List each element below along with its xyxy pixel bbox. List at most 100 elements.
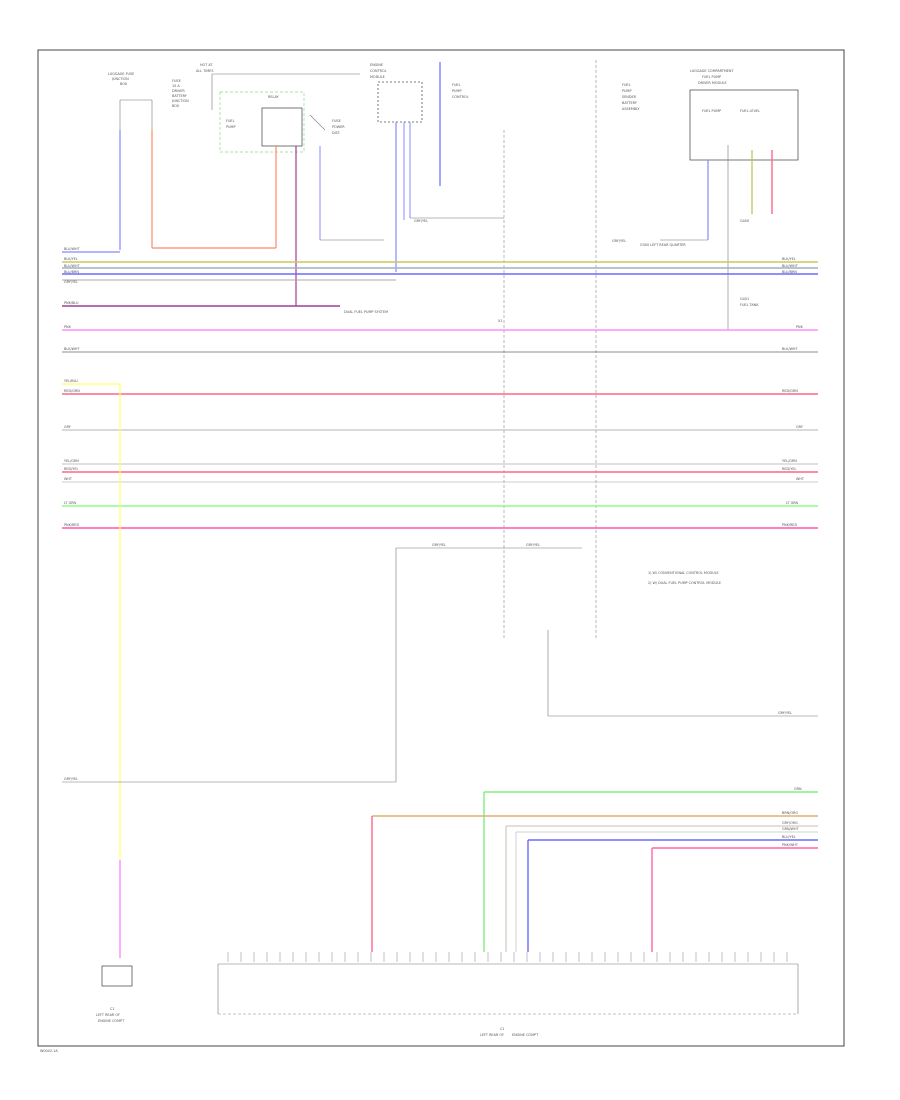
- svg-text:HOT AT: HOT AT: [200, 63, 213, 67]
- svg-text:PNK/RED: PNK/RED: [782, 523, 797, 527]
- svg-text:SENDER: SENDER: [622, 95, 637, 99]
- svg-text:BATTERY: BATTERY: [172, 94, 188, 98]
- ground-g401: G401: [740, 297, 749, 301]
- svg-text:BLK/WHT: BLK/WHT: [782, 347, 798, 351]
- svg-text:RED/YEL: RED/YEL: [782, 467, 796, 471]
- svg-text:GRN: GRN: [794, 787, 802, 791]
- diagram-frame: [37, 49, 845, 1047]
- far-right-labels: FUEL PUMP SENDER BATTERY ASSEMBLY: [622, 83, 640, 111]
- ground-fuel-tank: FUEL TANK: [740, 303, 759, 307]
- svg-text:PUMP: PUMP: [622, 89, 632, 93]
- svg-text:DRIVER MODULE: DRIVER MODULE: [698, 81, 727, 85]
- svg-text:ENGINE: ENGINE: [370, 63, 383, 67]
- svg-text:WHT: WHT: [796, 477, 805, 481]
- hot-at-all-times-fuse: HOT AT ALL TIMES: [196, 63, 360, 110]
- svg-text:GRY/YEL: GRY/YEL: [64, 280, 78, 284]
- gry-yel-label-3: GRY/YEL: [432, 543, 446, 547]
- left-bottom-connector: C1 LEFT REAR OF ENGINE COMPT: [96, 965, 133, 1023]
- x-ref: X1: [498, 319, 502, 323]
- svg-text:LUGGAGE FUSE: LUGGAGE FUSE: [108, 72, 134, 76]
- bottom-connector-strip: [217, 963, 799, 1015]
- svg-text:PNK/RED: PNK/RED: [64, 523, 79, 527]
- svg-text:DRIVER: DRIVER: [172, 89, 185, 93]
- fuse-block-labels: FUSE 15 A DRIVER BATTERY JUNCTION BOX: [171, 79, 189, 108]
- svg-text:PNK/WHT: PNK/WHT: [782, 843, 799, 847]
- svg-text:BLU/BRN: BLU/BRN: [782, 270, 797, 274]
- svg-text:DIST.: DIST.: [332, 131, 341, 135]
- gry-yel-label-4: GRY/YEL: [526, 543, 540, 547]
- svg-text:PUMP: PUMP: [452, 89, 462, 93]
- svg-text:LUGGAGE COMPARTMENT: LUGGAGE COMPARTMENT: [690, 69, 734, 73]
- svg-text:ASSEMBLY: ASSEMBLY: [622, 107, 640, 111]
- svg-text:YEL/GRN: YEL/GRN: [782, 459, 797, 463]
- svg-text:CONTROL: CONTROL: [370, 69, 387, 73]
- svg-text:GRY: GRY: [796, 425, 804, 429]
- legend: 1) W/ CONVENTIONAL CONTROL MODULE 2) W/ …: [648, 571, 721, 585]
- svg-text:BLU/BRN: BLU/BRN: [64, 270, 79, 274]
- svg-text:RED/GRN: RED/GRN: [782, 389, 798, 393]
- ground-g400: G400: [740, 219, 749, 223]
- svg-text:PNK: PNK: [64, 325, 72, 329]
- svg-text:FUEL LEVEL: FUEL LEVEL: [740, 109, 760, 113]
- svg-text:BLU/WHT: BLU/WHT: [782, 264, 799, 268]
- svg-text:BRN/ORG: BRN/ORG: [782, 811, 798, 815]
- wire-labels-right: BLK/YEL BLU/WHT BLU/BRN PNK BLK/WHT RED/…: [782, 257, 805, 527]
- svg-text:MODULE: MODULE: [370, 75, 385, 79]
- svg-text:BLU/WHT: BLU/WHT: [64, 247, 81, 251]
- ground-note: G300 LEFT REAR QUARTER: [640, 243, 686, 247]
- bottom-connector-labels: C1 LEFT REAR OF ENGINE COMPT: [480, 1027, 539, 1037]
- svg-text:POWER: POWER: [332, 125, 345, 129]
- svg-text:LT GRN: LT GRN: [64, 501, 77, 505]
- svg-text:PNK: PNK: [796, 325, 804, 329]
- svg-text:BLK/YEL: BLK/YEL: [782, 257, 796, 261]
- svg-text:BLU/WHT: BLU/WHT: [64, 264, 81, 268]
- svg-text:LT GRN: LT GRN: [786, 501, 799, 505]
- svg-text:C1: C1: [110, 1007, 115, 1011]
- connector-pin-row: [227, 952, 788, 962]
- svg-text:YEL/BLU: YEL/BLU: [64, 379, 78, 383]
- svg-text:FUSE: FUSE: [172, 79, 181, 83]
- svg-text:FUSE: FUSE: [332, 119, 341, 123]
- ecm-top: ENGINE CONTROL MODULE: [370, 63, 423, 123]
- svg-text:15 A: 15 A: [172, 84, 180, 88]
- svg-text:RED/GRN: RED/GRN: [64, 389, 80, 393]
- svg-text:LEFT REAR OF: LEFT REAR OF: [480, 1033, 504, 1037]
- svg-text:FUEL: FUEL: [622, 83, 631, 87]
- dual-fuel-pump-note: DUAL FUEL PUMP SYSTEM: [344, 310, 388, 314]
- middle-wiring: [62, 384, 818, 958]
- svg-text:FUEL: FUEL: [452, 83, 461, 87]
- svg-text:PUMP: PUMP: [226, 125, 236, 129]
- svg-text:ENGINE COMPT: ENGINE COMPT: [98, 1019, 125, 1023]
- svg-text:ALL TIMES: ALL TIMES: [196, 69, 213, 73]
- bottom-wire-labels: GRN BRN/ORG GRY/ORG GRN/WHT BLU/YEL PNK/…: [782, 787, 802, 847]
- top-vertical-wires: [119, 60, 773, 640]
- svg-text:GRY/ORG: GRY/ORG: [782, 821, 798, 825]
- svg-text:BOX: BOX: [172, 104, 180, 108]
- svg-text:FUEL PUMP: FUEL PUMP: [702, 75, 721, 79]
- footer-code: W0042-1A: [40, 1049, 58, 1053]
- relay-box: RELAY FUEL PUMP FUSE POWER DIST.: [219, 91, 345, 153]
- svg-text:BATTERY: BATTERY: [622, 101, 638, 105]
- bottom-wires: [371, 791, 818, 952]
- svg-text:BLU/YEL: BLU/YEL: [782, 835, 796, 839]
- svg-text:BOX: BOX: [120, 82, 128, 86]
- top-left-connector: LUGGAGE FUSE JUNCTION BOX: [108, 72, 153, 130]
- gry-yel-label-1: GRY/YEL: [414, 219, 428, 223]
- svg-text:GRN/WHT: GRN/WHT: [782, 827, 800, 831]
- gry-yel-label-5: GRY/YEL: [778, 711, 792, 715]
- svg-text:C1: C1: [500, 1027, 505, 1031]
- svg-text:BLK/WHT: BLK/WHT: [64, 347, 80, 351]
- svg-text:ENGINE COMPT: ENGINE COMPT: [512, 1033, 539, 1037]
- bus-wires: [62, 251, 818, 529]
- svg-text:WHT: WHT: [64, 477, 73, 481]
- wire-labels-left: BLU/WHT BLK/YEL BLU/WHT BLU/BRN GRY/YEL …: [64, 247, 81, 527]
- svg-text:LEFT REAR OF: LEFT REAR OF: [96, 1013, 120, 1017]
- svg-text:2) W/ DUAL FUEL PUMP CONTROL M: 2) W/ DUAL FUEL PUMP CONTROL MODULE: [648, 581, 721, 585]
- svg-text:CONTROL: CONTROL: [452, 95, 469, 99]
- svg-text:FUEL PUMP: FUEL PUMP: [702, 109, 721, 113]
- svg-text:GRY: GRY: [64, 425, 72, 429]
- svg-text:BLK/YEL: BLK/YEL: [64, 257, 78, 261]
- svg-text:JUNCTION: JUNCTION: [111, 77, 129, 81]
- fuel-pump-control-label: FUEL PUMP CONTROL: [452, 83, 469, 99]
